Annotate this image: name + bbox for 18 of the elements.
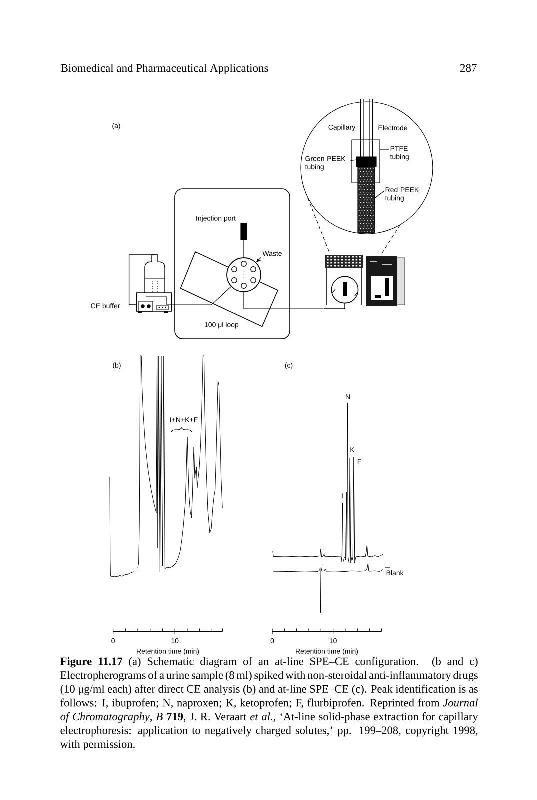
- enclosure-box: [174, 188, 290, 340]
- tube-sleeve: [356, 156, 377, 168]
- valve: [226, 258, 262, 292]
- instrument-drawing: [324, 255, 406, 310]
- connecting-line: [244, 292, 324, 310]
- leader-line: [350, 160, 356, 162]
- magnified-view-circle: [300, 102, 434, 234]
- packed-tube: [358, 166, 376, 234]
- running-header: Biomedical and Pharmaceutical Applications: [61, 64, 268, 74]
- zoom-line: [382, 225, 400, 254]
- figure-caption: Figure 11.17 (a) Schematic diagram of an at-line SPE–CE configuration. (b and c) Electropherograms of a urine sample (8 ml) spiked with non-steroidal anti-inflammatory drugs (10 μg/ml each) after direct CE analysis (b) and at-line SPE–CE (c). Peak identification is as follows: I, ibuprofen; N, naproxen; K, ketoprofen; F, flurbiprofen. Reprinted from Journal of Chromatography, B 719, J. R. Veraart et al., ‘At-line solid-phase extraction for capillary electrophoresis: application to negatively charged solutes,’ pp. 199–208, copyright 1998, with permission.: [60, 657, 478, 750]
- page-number: 287: [460, 64, 477, 72]
- port-block: [240, 223, 248, 240]
- leader-line: [375, 191, 384, 198]
- zoom-line: [308, 198, 330, 254]
- buffer-drawing: [128, 254, 172, 313]
- leader-line: [380, 149, 390, 150]
- connecting-line: [172, 286, 232, 306]
